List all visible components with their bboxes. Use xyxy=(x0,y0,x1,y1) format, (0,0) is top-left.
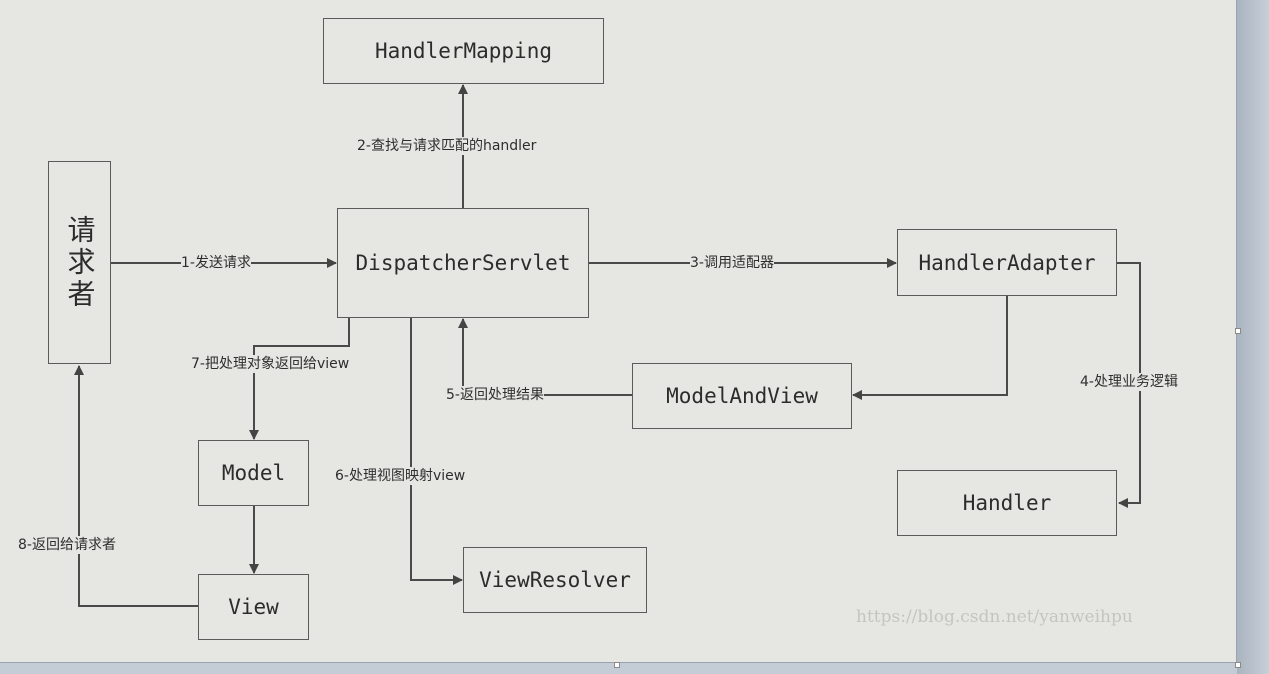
requester-label: 请求者 xyxy=(63,214,97,311)
window-frame-right xyxy=(1237,0,1269,674)
view-box: View xyxy=(198,574,309,640)
dispatcher-servlet-box: DispatcherServlet xyxy=(337,208,589,318)
resize-handle-corner[interactable] xyxy=(1235,662,1241,668)
model-and-view-label: ModelAndView xyxy=(666,384,818,408)
handler-mapping-label: HandlerMapping xyxy=(374,39,552,63)
edge-label-6: 6-处理视图映射view xyxy=(335,467,466,485)
model-and-view-box: ModelAndView xyxy=(632,363,852,429)
handler-label: Handler xyxy=(962,491,1052,515)
dispatcher-servlet-label: DispatcherServlet xyxy=(355,251,571,275)
watermark-url: https://blog.csdn.net/yanweihpu xyxy=(856,607,1133,627)
edge-label-3: 3-调用适配器 xyxy=(690,254,774,272)
requester-box: 请求者 xyxy=(48,161,111,364)
diagram-canvas: 请求者 HandlerMapping DispatcherServlet Han… xyxy=(0,0,1237,663)
handler-mapping-box: HandlerMapping xyxy=(323,18,604,84)
view-resolver-box: ViewResolver xyxy=(463,547,647,613)
resize-handle-right[interactable] xyxy=(1235,328,1241,334)
edge-label-5: 5-返回处理结果 xyxy=(446,386,544,404)
handler-adapter-label: HandlerAdapter xyxy=(918,250,1096,275)
edge-label-7: 7-把处理对象返回给view xyxy=(191,355,350,373)
handler-adapter-box: HandlerAdapter xyxy=(897,229,1117,296)
arrow-return-to-requester xyxy=(74,365,198,607)
arrow-adapter-to-modelandview xyxy=(852,296,1008,400)
model-box: Model xyxy=(198,440,309,506)
window-frame-bottom xyxy=(0,663,1237,674)
edge-label-2: 2-查找与请求匹配的handler xyxy=(357,137,537,155)
arrow-return-to-view xyxy=(249,318,350,440)
resize-handle-bottom[interactable] xyxy=(614,662,620,668)
view-label: View xyxy=(228,595,279,619)
arrow-return-result xyxy=(458,318,632,396)
model-label: Model xyxy=(221,461,286,485)
arrow-view-mapping xyxy=(410,318,463,585)
handler-box: Handler xyxy=(897,470,1117,536)
view-resolver-label: ViewResolver xyxy=(479,568,631,592)
edge-label-1: 1-发送请求 xyxy=(181,254,251,272)
edge-label-8: 8-返回给请求者 xyxy=(18,536,116,554)
edge-label-4: 4-处理业务逻辑 xyxy=(1080,373,1178,391)
